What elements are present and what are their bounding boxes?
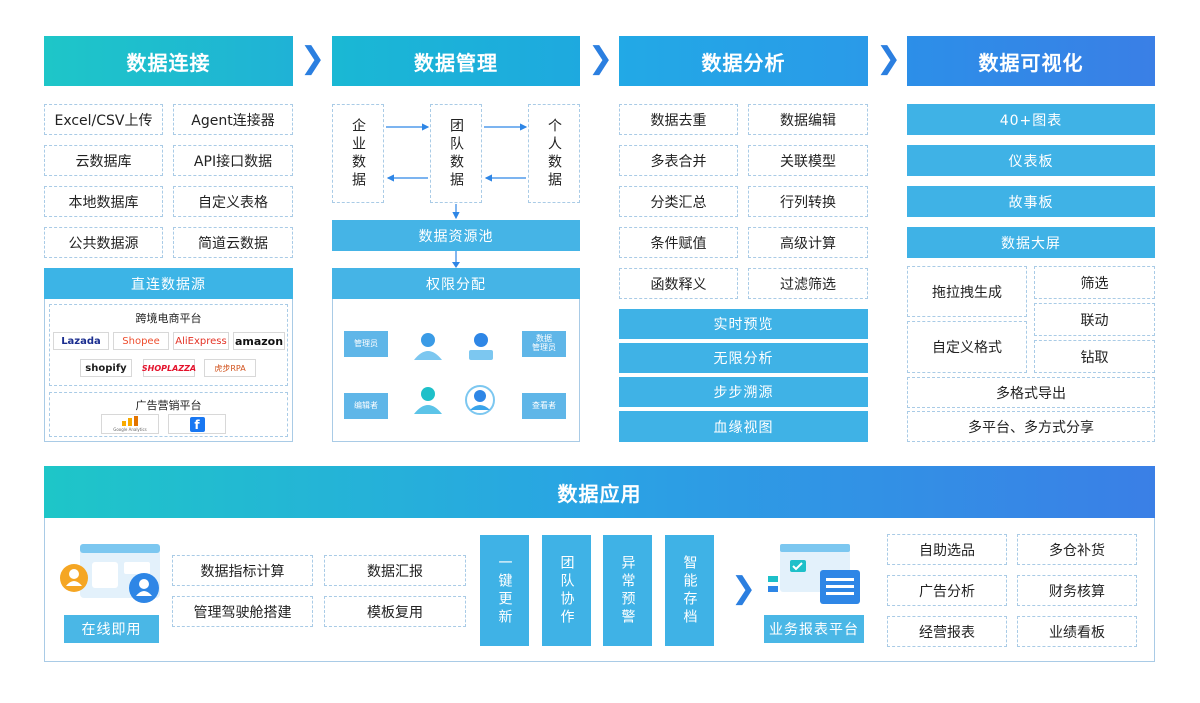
op-pivot: 行列转换 xyxy=(748,186,868,217)
op-group: 分类汇总 xyxy=(619,186,738,217)
lazada-logo: Lazada xyxy=(53,332,109,350)
op-calc: 高级计算 xyxy=(748,227,868,258)
amazon-logo: amazon xyxy=(233,332,285,350)
op-assign: 条件赋值 xyxy=(619,227,738,258)
vbar-update: 一键更新 xyxy=(480,535,529,646)
app-product-select: 自助选品 xyxy=(887,534,1007,565)
user-globe-icon xyxy=(465,385,495,415)
section-header-visualize: 数据可视化 xyxy=(907,36,1155,86)
vis-linkage: 联动 xyxy=(1034,303,1155,336)
data-pool-bar: 数据资源池 xyxy=(332,220,580,251)
feature-metric: 数据指标计算 xyxy=(172,555,313,586)
app-restock: 多仓补货 xyxy=(1017,534,1137,565)
user-card-icon xyxy=(469,333,493,360)
analyze-bar-trace: 步步溯源 xyxy=(619,377,868,407)
vis-drag: 拖拉拽生成 xyxy=(907,266,1027,317)
feature-template: 模板复用 xyxy=(324,596,466,627)
app-ad-analysis: 广告分析 xyxy=(887,575,1007,606)
role-data-admin: 数据 管理员 xyxy=(522,331,566,357)
ads-title: 广告营销平台 xyxy=(135,399,202,412)
section-header-connect: 数据连接 xyxy=(44,36,293,86)
google-analytics-label: Google Analytics xyxy=(113,427,147,432)
vbar-collab: 团队协作 xyxy=(542,535,591,646)
section-header-apply: 数据应用 xyxy=(44,466,1155,518)
analyze-bar-preview: 实时预览 xyxy=(619,309,868,339)
chevron-right-icon: ❯ xyxy=(588,41,614,76)
aliexpress-logo: AliExpress xyxy=(173,332,229,350)
op-functions: 函数释义 xyxy=(619,268,738,299)
vis-bar-charts: 40+图表 xyxy=(907,104,1155,135)
source-jiandaoyun: 简道云数据 xyxy=(173,227,293,258)
role-viewer: 查看者 xyxy=(522,393,566,419)
hubu-rpa-logo: 虎步RPA xyxy=(204,359,256,377)
team-data: 团队数据 xyxy=(430,104,482,203)
chevron-right-icon: ❯ xyxy=(300,41,326,76)
vis-custom-format: 自定义格式 xyxy=(907,321,1027,373)
source-agent: Agent连接器 xyxy=(173,104,293,135)
facebook-icon: f xyxy=(189,416,205,432)
vbar-archive: 智能存档 xyxy=(665,535,714,646)
enterprise-data: 企业数据 xyxy=(332,104,384,203)
source-api: API接口数据 xyxy=(173,145,293,176)
op-merge: 多表合并 xyxy=(619,145,738,176)
vis-bar-bigscreen: 数据大屏 xyxy=(907,227,1155,258)
role-editor: 编辑者 xyxy=(344,393,388,419)
chevron-right-icon: ❯ xyxy=(876,41,902,76)
role-admin: 管理员 xyxy=(344,331,388,357)
pool-arrow xyxy=(452,251,460,268)
facebook-logo: f xyxy=(168,414,226,434)
user-edit-icon xyxy=(414,387,442,414)
user-icon xyxy=(414,333,442,360)
app-performance: 业绩看板 xyxy=(1017,616,1137,647)
op-filter: 过滤筛选 xyxy=(748,268,868,299)
vis-bar-storyboard: 故事板 xyxy=(907,186,1155,217)
analyze-bar-lineage: 血缘视图 xyxy=(619,411,868,442)
vis-share: 多平台、多方式分享 xyxy=(907,411,1155,442)
source-public: 公共数据源 xyxy=(44,227,163,258)
source-local-db: 本地数据库 xyxy=(44,186,163,217)
feature-report: 数据汇报 xyxy=(324,555,466,586)
online-label: 在线即用 xyxy=(64,615,159,643)
vis-bar-dashboard: 仪表板 xyxy=(907,145,1155,176)
op-dedupe: 数据去重 xyxy=(619,104,738,135)
google-analytics-icon xyxy=(122,416,138,426)
vis-drill: 钻取 xyxy=(1034,340,1155,373)
shoplazza-logo: SHOPLAZZA xyxy=(142,359,196,377)
chevron-right-icon: ❯ xyxy=(731,571,757,606)
direct-source-title: 直连数据源 xyxy=(44,268,293,299)
op-edit: 数据编辑 xyxy=(748,104,868,135)
app-ops-report: 经营报表 xyxy=(887,616,1007,647)
source-excel: Excel/CSV上传 xyxy=(44,104,163,135)
feature-cockpit: 管理驾驶舱搭建 xyxy=(172,596,313,627)
ecom-title: 跨境电商平台 xyxy=(135,312,202,325)
report-platform-icon xyxy=(768,544,860,604)
vbar-alert: 异常预警 xyxy=(603,535,652,646)
app-finance: 财务核算 xyxy=(1017,575,1137,606)
online-illustration-icon xyxy=(60,544,160,603)
report-platform-label: 业务报表平台 xyxy=(764,615,864,643)
permission-title: 权限分配 xyxy=(332,268,580,299)
section-header-analyze: 数据分析 xyxy=(619,36,868,86)
analyze-bar-unlimited: 无限分析 xyxy=(619,343,868,373)
shopee-logo: Shopee xyxy=(113,332,169,350)
shopify-logo: shopify xyxy=(80,359,132,377)
source-cloud-db: 云数据库 xyxy=(44,145,163,176)
personal-data: 个人数据 xyxy=(528,104,580,203)
vis-filter: 筛选 xyxy=(1034,266,1155,299)
data-flow-arrows xyxy=(386,123,528,220)
source-custom-table: 自定义表格 xyxy=(173,186,293,217)
op-relation: 关联模型 xyxy=(748,145,868,176)
vis-export: 多格式导出 xyxy=(907,377,1155,408)
section-header-manage: 数据管理 xyxy=(332,36,580,86)
google-analytics-logo: Google Analytics xyxy=(101,414,159,434)
